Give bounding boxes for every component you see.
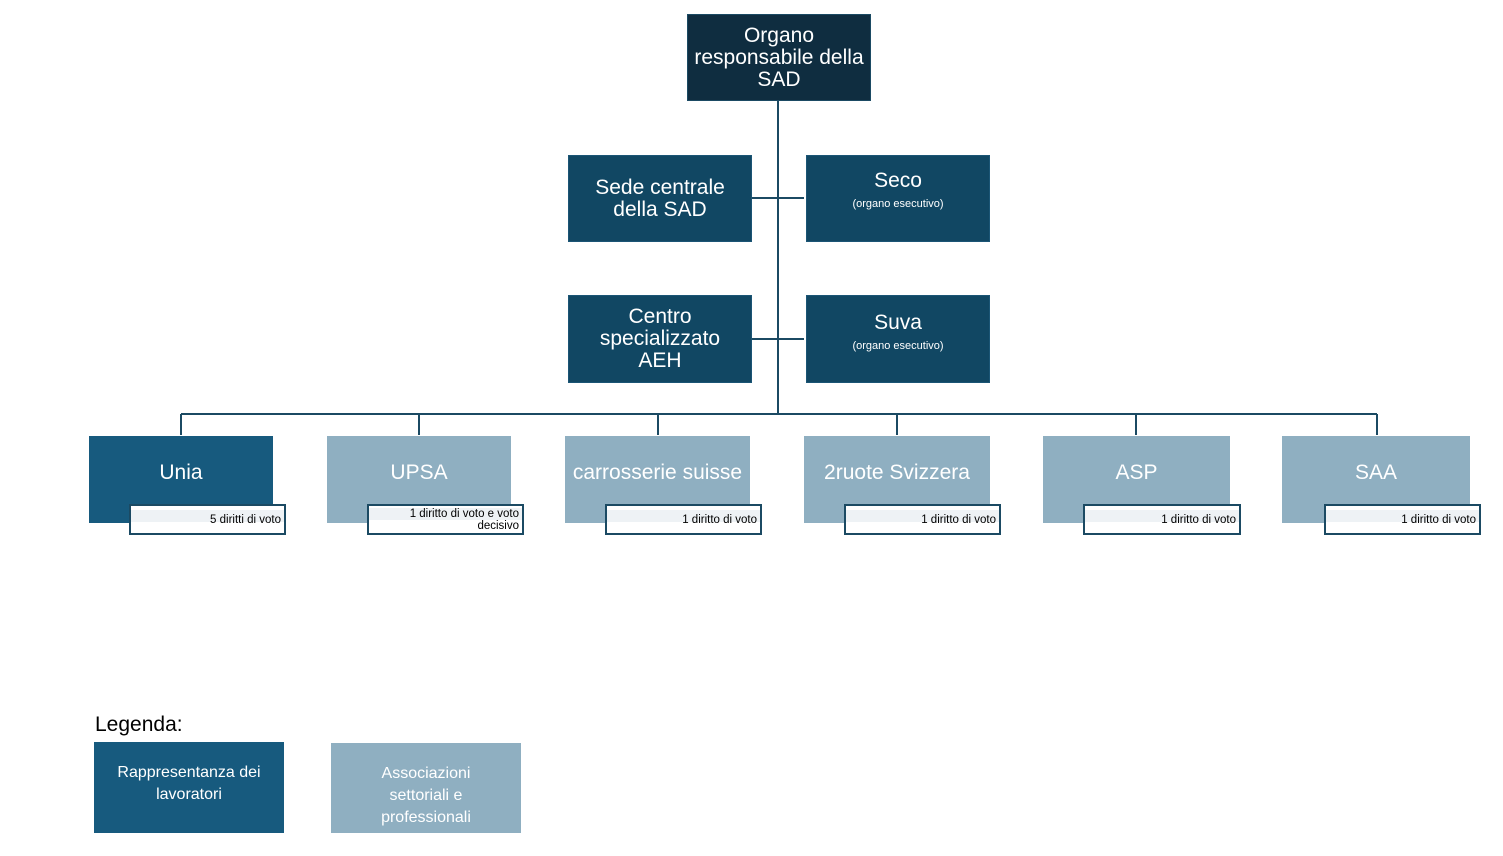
vote-badge-saa: 1 diritto di voto: [1324, 504, 1481, 535]
member-label-2ruote: 2ruote Svizzera: [824, 461, 970, 484]
member-label-unia: Unia: [159, 461, 203, 484]
unit-note-seco: (organo esecutivo): [852, 198, 944, 210]
unit-label-suva: Suva: [874, 311, 922, 334]
member-label-asp: ASP: [1115, 461, 1158, 484]
member-label-saa: SAA: [1354, 461, 1398, 484]
unit-label-seco: Seco: [874, 169, 922, 192]
unit-box-centro-aeh: Centro specializzato AEH: [568, 295, 752, 383]
legend-worker-label: Rappresentanza dei lavoratori: [117, 764, 261, 803]
unit-label-centro-aeh: Centro specializzato AEH: [599, 305, 721, 372]
unit-note-suva: (organo esecutivo): [852, 340, 944, 352]
unit-box-suva: Suva (organo esecutivo): [806, 295, 990, 383]
unit-box-sede-centrale: Sede centrale della SAD: [568, 155, 752, 242]
top-organ-label: Organo responsabile della SAD: [694, 23, 864, 91]
vote-badge-carrosserie: 1 diritto di voto: [605, 504, 762, 535]
legend-title: Legenda:: [95, 713, 183, 736]
member-label-upsa: UPSA: [390, 461, 448, 484]
top-organ-box: Organo responsabile della SAD: [687, 14, 871, 101]
vote-badge-2ruote: 1 diritto di voto: [844, 504, 1001, 535]
vote-badge-upsa: 1 diritto di voto e voto decisivo: [367, 504, 524, 535]
unit-box-seco: Seco (organo esecutivo): [806, 155, 990, 242]
vote-badge-asp: 1 diritto di voto: [1083, 504, 1241, 535]
legend-assoc-box: Associazioni settoriali e professionali: [331, 743, 521, 833]
legend-worker-box: Rappresentanza dei lavoratori: [94, 742, 284, 833]
legend-assoc-label: Associazioni settoriali e professionali: [381, 765, 471, 826]
vote-badge-unia: 5 diritti di voto: [129, 504, 286, 535]
member-label-carrosserie: carrosserie suisse: [572, 461, 743, 484]
unit-label-sede-centrale: Sede centrale della SAD: [595, 175, 725, 221]
